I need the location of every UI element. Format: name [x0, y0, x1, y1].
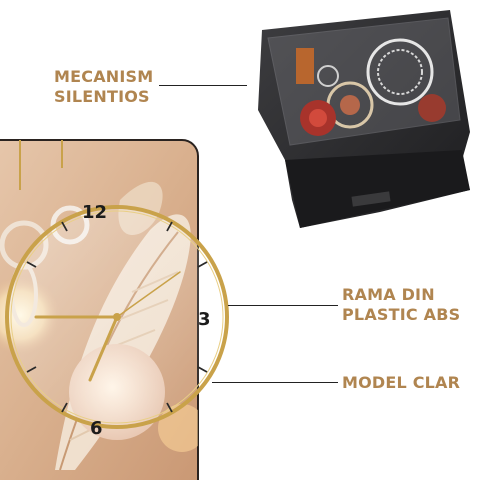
- clock-mechanism: [258, 10, 470, 228]
- numeral-12: 12: [82, 202, 108, 223]
- callout-silent-mechanism: MECANISM SILENTIOS: [54, 67, 153, 107]
- leader-line-model: [212, 382, 338, 383]
- numeral-3: 3: [198, 309, 211, 330]
- clock-hands: [34, 271, 181, 382]
- callout-abs-frame: RAMA DIN PLASTIC ABS: [342, 285, 460, 325]
- leader-line-mechanism: [159, 85, 247, 86]
- callout-model-text: MODEL CLAR: [342, 373, 461, 392]
- hour-ticks: [26, 221, 208, 413]
- callout-frame-line1: RAMA DIN: [342, 285, 435, 304]
- numeral-6: 6: [90, 418, 103, 439]
- callout-model: MODEL CLAR: [342, 373, 460, 393]
- callout-mechanism-line2: SILENTIOS: [54, 87, 150, 106]
- gears: [296, 38, 446, 136]
- leader-line-frame: [228, 305, 338, 306]
- callout-mechanism-line1: MECANISM: [54, 67, 154, 86]
- clock-face: [5, 205, 229, 429]
- callout-frame-line2: PLASTIC ABS: [342, 305, 461, 324]
